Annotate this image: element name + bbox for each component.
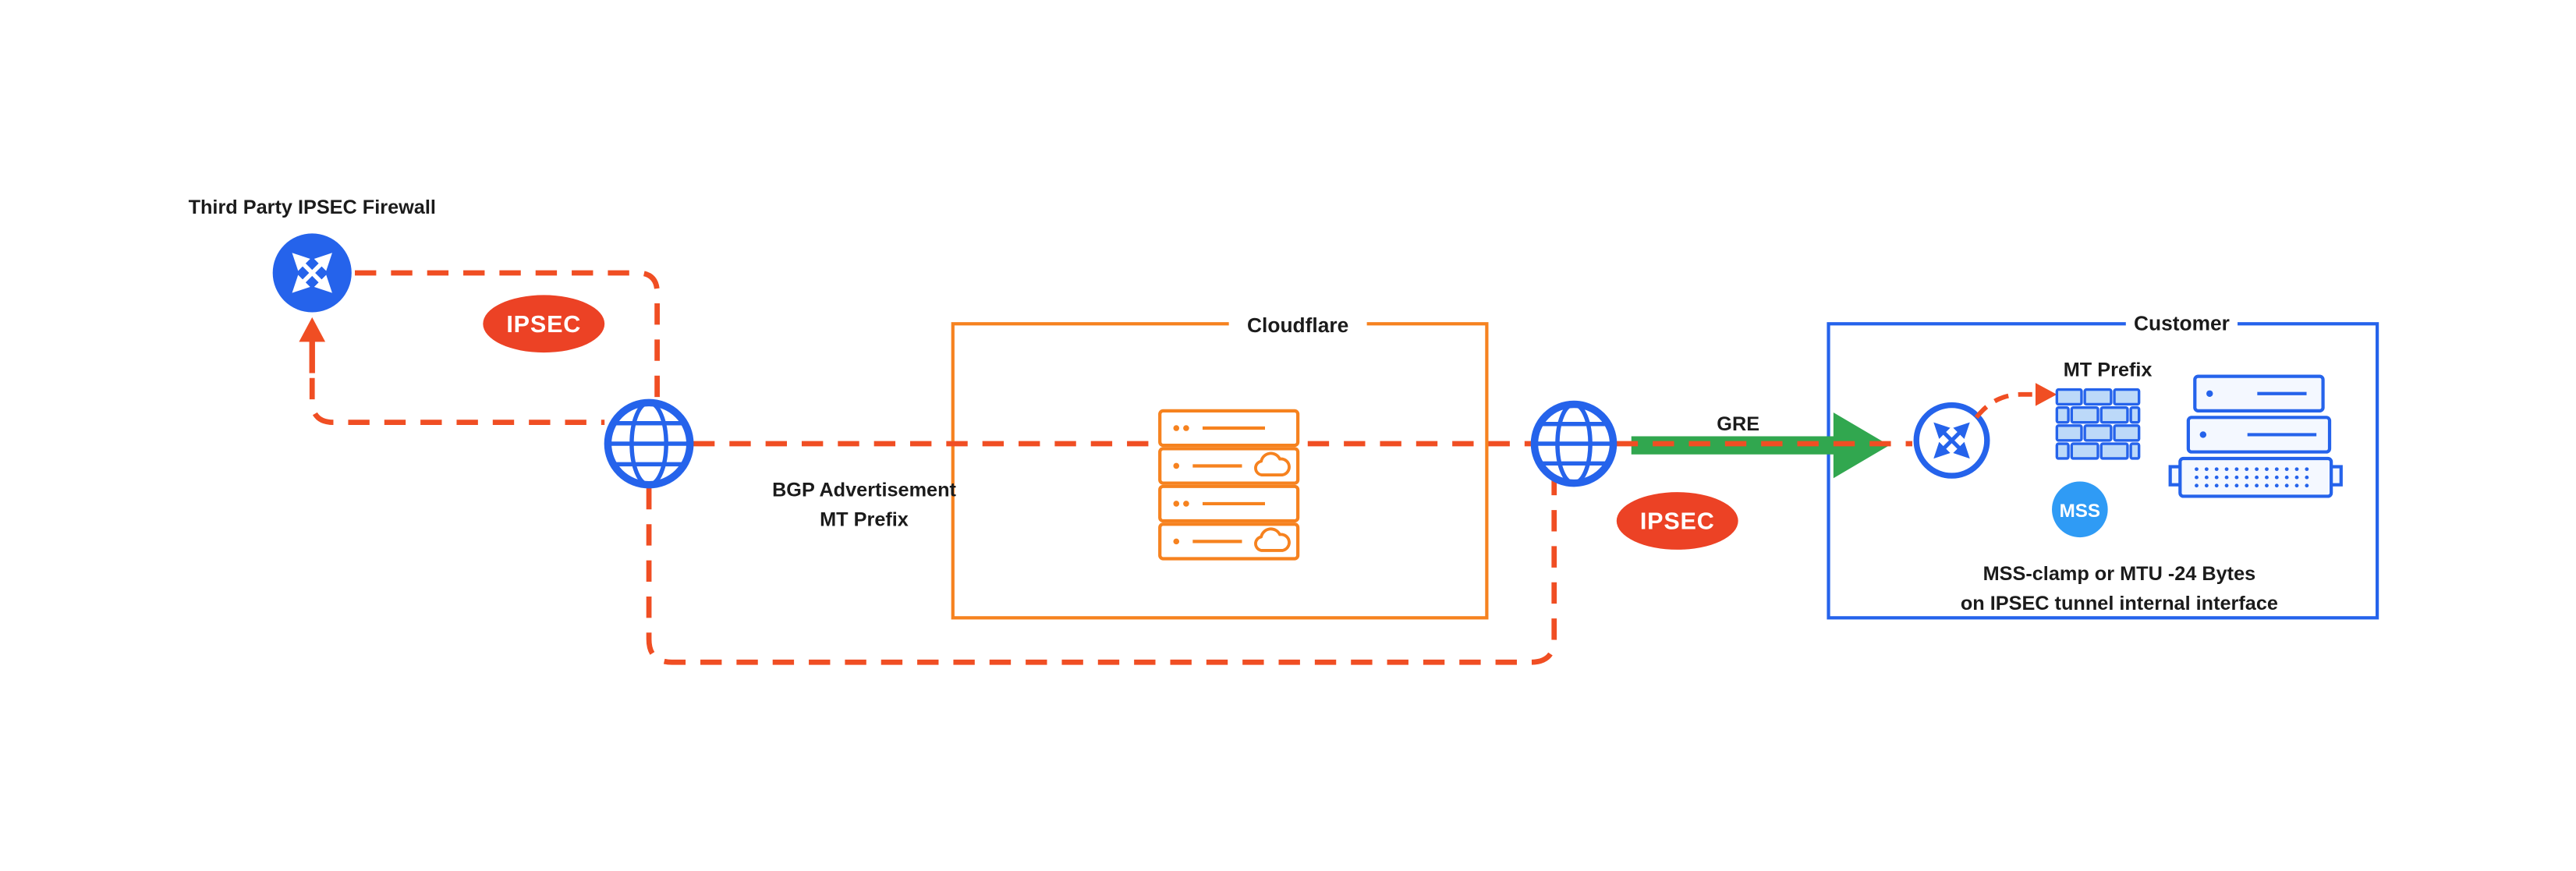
ipsec-badge-left-label: IPSEC (506, 311, 581, 338)
internet-globe-icon-left (604, 398, 694, 489)
mss-badge-label: MSS (2060, 501, 2100, 522)
mss-note-line2: on IPSEC tunnel internal interface (1961, 593, 2278, 614)
path-firewall-to-internet-top (355, 270, 660, 405)
firewall-bricks-icon (2055, 388, 2141, 460)
gre-label: GRE (1717, 413, 1759, 435)
ipsec-badge-left: IPSEC (483, 295, 605, 353)
path-router-to-firewall (1974, 391, 2032, 420)
customer-label-background (2125, 309, 2238, 338)
ipsec-badge-right-label: IPSEC (1640, 508, 1715, 535)
cloudflare-box-border (951, 322, 1489, 620)
internet-globe-icon-right (1530, 400, 1618, 487)
gre-arrow-icon (1631, 412, 1890, 479)
path-firewall-to-internet-return (309, 377, 605, 426)
customer-box: Customer (1827, 309, 2379, 620)
cloud-icon (1254, 527, 1291, 552)
mss-badge: MSS (2052, 481, 2108, 538)
server-unit (1158, 447, 1300, 485)
ipsec-badge-right: IPSEC (1616, 492, 1738, 550)
bgp-advertisement-label-line1: BGP Advertisement (772, 479, 956, 501)
cloudflare-label-background (1228, 310, 1367, 339)
ipsec-tunnel-paths (309, 270, 1557, 665)
mss-note-line1: MSS-clamp or MTU -24 Bytes (1983, 563, 2256, 585)
cloudflare-server-stack-icon (1158, 409, 1300, 561)
mt-prefix-label: MT Prefix (2064, 359, 2153, 381)
customer-box-border (1827, 322, 2379, 620)
cloud-icon (1254, 451, 1291, 476)
server-unit (1158, 484, 1300, 523)
cloudflare-box: Cloudflare (951, 310, 1489, 620)
cloudflare-box-label: Cloudflare (1247, 313, 1348, 337)
up-arrow-icon (299, 317, 326, 374)
customer-router-icon (1913, 402, 1990, 479)
path-bottom-loop (646, 480, 1557, 665)
mt-prefix-arrowhead-icon (2035, 383, 2057, 406)
bgp-advertisement-label-line2: MT Prefix (820, 508, 909, 530)
customer-server-stack-icon (2168, 374, 2343, 498)
third-party-firewall-router-icon (272, 233, 352, 313)
server-unit (1158, 409, 1300, 448)
customer-box-label: Customer (2134, 312, 2230, 335)
server-unit (1158, 522, 1300, 561)
third-party-firewall-label: Third Party IPSEC Firewall (189, 197, 436, 218)
